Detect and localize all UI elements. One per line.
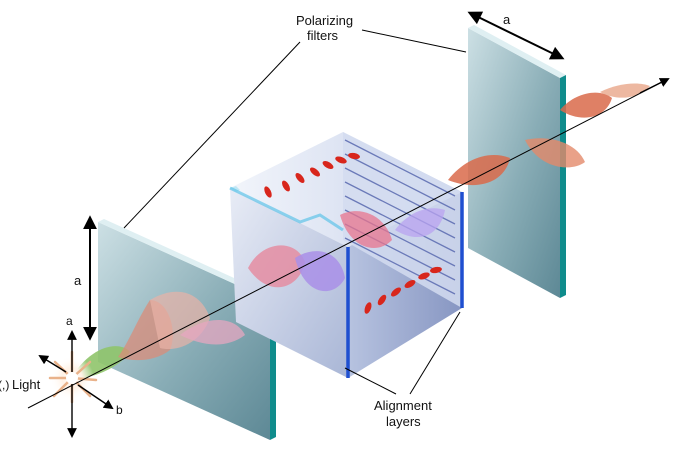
source-axis-b-label: b [116,403,123,417]
right-filter-axis-arrow [467,11,565,60]
polarizing-filters-label-line2: filters [307,28,339,43]
alignment-layers-label-line1: Alignment [374,398,432,413]
light-label: Light [12,377,41,392]
source-axis-a-label: a [66,314,73,328]
source-axis-arrows [38,330,114,438]
light-prefix-label: (,) [0,378,9,392]
leader-lines [123,29,467,395]
top-molecule-row [264,152,360,198]
liquid-crystal-cell [229,132,464,378]
right-filter-axis-label: a [503,12,511,27]
bottom-molecule-row [364,266,442,314]
alignment-layers-label-line2: layers [386,414,421,429]
liquid-crystal-molecules [264,152,442,314]
polarizing-filters-label-line1: Polarizing [296,13,353,28]
left-filter-axis-label: a [74,273,82,288]
outgoing-arrow [639,78,670,94]
light-path-axis [27,79,667,409]
twisted-light-waves [248,208,445,292]
